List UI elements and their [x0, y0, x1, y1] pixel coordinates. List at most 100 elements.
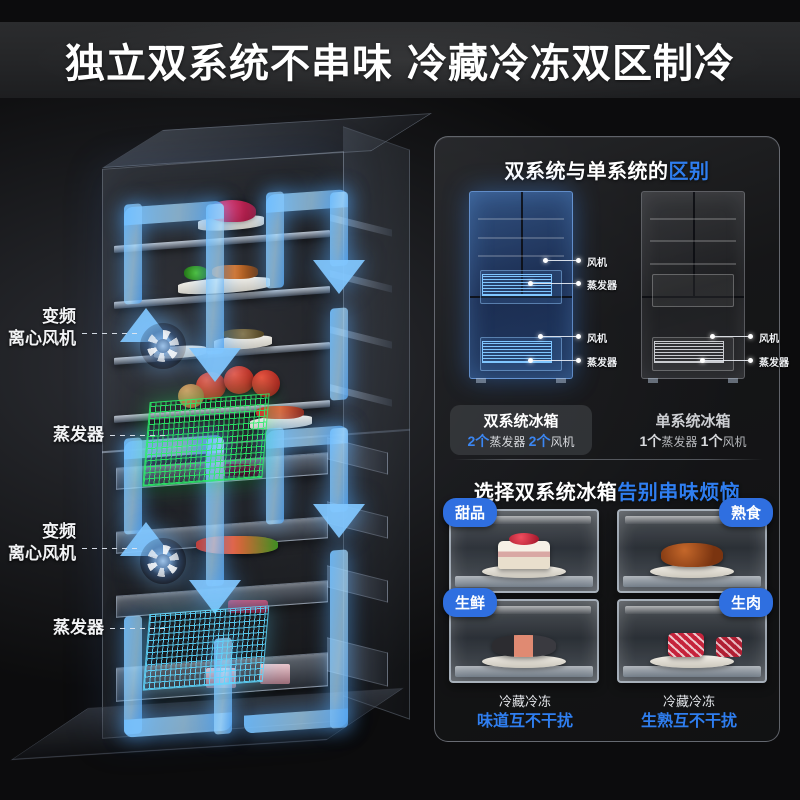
part-marker — [576, 281, 581, 286]
footer-caption-bottom: 生熟互不干扰 — [640, 713, 737, 730]
badge-raw-meat[interactable]: 生肉 — [718, 588, 773, 617]
compartment-grid: 甜品 熟食 生鲜 生肉 — [443, 498, 773, 685]
part-leader — [715, 336, 748, 337]
mini-foot — [556, 378, 566, 383]
part-marker — [543, 258, 548, 263]
page-title: 独立双系统不串味冷藏冷冻双区制冷 — [65, 31, 735, 89]
mini-fridge-single — [641, 191, 745, 383]
footer-caption-left: 冷藏冷冻 味道互不干扰 — [439, 693, 611, 732]
mini-rack — [650, 240, 736, 243]
dish-plate — [650, 655, 734, 668]
spec-label-evaporator: 蒸发器 — [661, 435, 698, 449]
callout-label-line2: 离心风机 — [8, 544, 76, 563]
dish-plate — [650, 565, 734, 578]
page-title-main: 独立双系统不串味 — [65, 42, 393, 86]
door-split-horizontal — [470, 296, 572, 299]
food-cake — [208, 200, 256, 222]
dish-plate — [482, 655, 566, 668]
caption-title: 双系统冰箱 — [483, 413, 559, 430]
food-strawberry — [509, 533, 539, 545]
mini-foot — [728, 378, 738, 383]
spec-label-evaporator: 蒸发器 — [489, 435, 526, 449]
callout-label-line2: 离心风机 — [8, 329, 76, 348]
panel-divider — [453, 459, 763, 460]
mini-evaporator — [654, 340, 724, 364]
callout-evaporator-lower: 蒸发器 — [18, 617, 168, 639]
badge-dessert[interactable]: 甜品 — [443, 498, 498, 527]
part-label-fan: 风机 — [759, 334, 779, 345]
door-split-vertical — [693, 192, 695, 297]
callout-fan-upper: 变频 离心风机 — [8, 306, 140, 350]
caption-title: 单系统冰箱 — [655, 413, 731, 430]
callout-label-line1: 蒸发器 — [53, 618, 104, 637]
food-apple — [224, 366, 254, 394]
comparison-panel: 双系统与单系统的区别 风机 — [434, 136, 789, 742]
caption-specs: 1个蒸发器 1个风机 — [607, 432, 779, 451]
callout-fan-lower: 变频 离心风机 — [8, 521, 138, 565]
part-label-fan-lower: 风机 — [587, 334, 607, 345]
centrifugal-fan-fridge — [140, 323, 186, 369]
part-leader — [705, 360, 748, 361]
callout-label-line1: 变频 — [42, 307, 76, 326]
part-marker — [576, 258, 581, 263]
page-title-bar: 独立双系统不串味冷藏冷冻双区制冷 — [0, 22, 800, 98]
mini-foot — [648, 378, 658, 383]
caption-dual-system: 双系统冰箱 2个蒸发器 2个风机 — [435, 412, 607, 451]
caption-specs: 2个蒸发器 2个风机 — [435, 432, 607, 451]
part-marker — [528, 358, 533, 363]
door-split-vertical — [521, 192, 523, 297]
part-marker — [710, 334, 715, 339]
caption-single-system: 单系统冰箱 1个蒸发器 1个风机 — [607, 412, 779, 451]
footer-caption-top: 冷藏冷冻 — [662, 694, 715, 709]
callout-evaporator-upper: 蒸发器 — [18, 424, 166, 446]
part-marker — [700, 358, 705, 363]
compartment-dessert: 甜品 — [443, 498, 599, 593]
panel-heading-benefit: 选择双系统冰箱告别串味烦恼 — [435, 476, 779, 505]
mini-rack — [478, 236, 564, 239]
part-marker — [748, 334, 753, 339]
comparison-item-single: 风机 蒸发器 单系统冰箱 1个蒸发器 1个风机 — [607, 185, 789, 455]
mini-evaporator-upper — [482, 273, 552, 297]
part-marker — [576, 334, 581, 339]
food-snack — [222, 329, 264, 339]
mini-rack — [478, 255, 564, 258]
door-split-horizontal — [642, 296, 744, 299]
spec-count-fan: 1个 — [700, 433, 723, 449]
badge-fresh-food[interactable]: 生鲜 — [443, 588, 498, 617]
centrifugal-fan-freezer — [140, 538, 186, 584]
part-leader — [533, 283, 576, 284]
page-title-sub: 冷藏冷冻双区制冷 — [407, 42, 735, 86]
heading2-blue: 告别串味烦恼 — [617, 482, 741, 504]
food-lobster — [196, 536, 278, 554]
part-label-evaporator-lower: 蒸发器 — [587, 358, 617, 369]
mini-foot — [476, 378, 486, 383]
part-label-fan-upper: 风机 — [587, 258, 607, 269]
part-label-evaporator: 蒸发器 — [759, 358, 789, 369]
footer-caption-top: 冷藏冷冻 — [498, 694, 551, 709]
callout-label-line1: 变频 — [42, 522, 76, 541]
spec-label-fan: 风机 — [550, 435, 575, 449]
leader-line — [110, 628, 168, 629]
callout-label-line1: 蒸发器 — [53, 425, 104, 444]
part-label-evaporator-upper: 蒸发器 — [587, 281, 617, 292]
spec-count-fan: 2个 — [528, 433, 551, 449]
food-apple — [252, 370, 280, 397]
leader-line — [110, 435, 166, 436]
spec-count-evaporator: 2个 — [467, 433, 490, 449]
spec-count-evaporator: 1个 — [639, 433, 662, 449]
food-braised-meat — [661, 543, 723, 567]
food-raw-steak — [668, 633, 704, 657]
part-marker — [576, 358, 581, 363]
heading1-white: 双系统与单系统的 — [504, 161, 669, 183]
mini-rack — [650, 262, 736, 265]
food-frozen-meat — [260, 664, 290, 684]
comparison-item-dual: 风机 蒸发器 风机 蒸发器 双系统冰箱 2个蒸发器 2个风机 — [435, 185, 617, 455]
badge-cooked-food[interactable]: 熟食 — [718, 498, 773, 527]
part-leader — [533, 360, 576, 361]
footer-caption-bottom: 味道互不干扰 — [476, 713, 573, 730]
compartment-cooked-food: 熟食 — [617, 498, 773, 593]
mini-evaporator-lower — [482, 340, 552, 364]
leader-line — [82, 548, 138, 549]
mini-rack — [478, 218, 564, 221]
